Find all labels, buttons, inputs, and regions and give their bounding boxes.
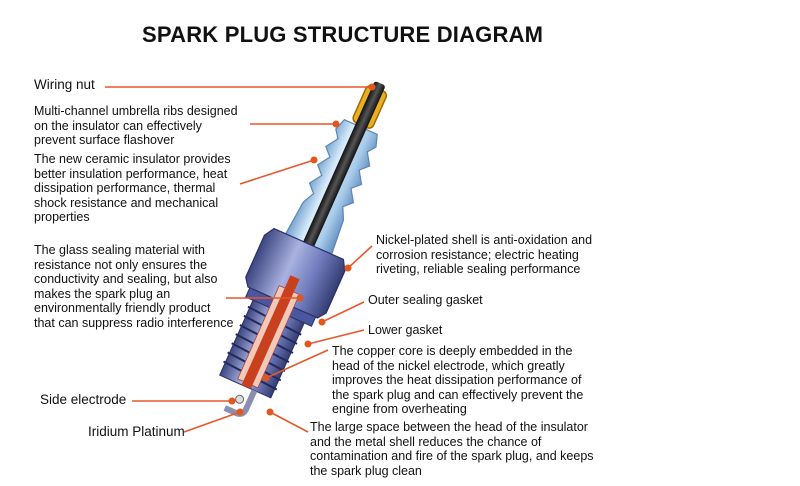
label-line: properties (34, 210, 90, 224)
label-lower-gasket: Lower gasket (368, 323, 443, 337)
dot-umbrella-ribs (332, 120, 340, 128)
label-line: corrosion resistance; electric heating (376, 247, 579, 262)
leader-outer-gasket (321, 301, 365, 323)
label-line: the spark plug and can effectively preve… (332, 387, 584, 402)
dot-large-space (266, 408, 274, 416)
label-line: head of the nickel electrode, which grea… (332, 358, 565, 373)
label-line: contamination and fire of the spark plug… (310, 449, 594, 463)
label-large-space: The large space between the head of the … (310, 420, 594, 478)
leader-lower-gasket (307, 329, 365, 345)
diagram-title: SPARK PLUG STRUCTURE DIAGRAM (142, 22, 544, 47)
label-line: better insulation performance, heat (34, 166, 228, 181)
label-outer-sealing-gasket: Outer sealing gasket (368, 293, 483, 307)
label-umbrella-ribs: Multi-channel umbrella ribs designed on … (34, 104, 238, 148)
label-glass-sealing: The glass sealing material with resistan… (34, 243, 233, 330)
label-line: The copper core is deeply embedded in th… (332, 344, 573, 358)
dot-glass-sealing (296, 294, 304, 302)
label-line: riveting, reliable sealing performance (376, 262, 581, 276)
dot-outer-gasket (318, 318, 326, 326)
label-line: conductivity and sealing, but also (34, 272, 218, 286)
label-line: on the insulator can effectively (34, 118, 202, 133)
label-line: The new ceramic insulator provides (34, 152, 231, 166)
label-line: Multi-channel umbrella ribs designed (34, 104, 238, 118)
label-line: dissipation performance, thermal (34, 181, 216, 195)
label-iridium-platinum: Iridium Platinum (88, 424, 185, 439)
label-line: environmentally friendly product (34, 301, 211, 315)
label-line: the spark plug clean (310, 463, 422, 478)
leader-lines (105, 86, 373, 433)
metal-shell-hex (245, 227, 346, 319)
label-line: and the metal shell reduces the chance o… (310, 434, 542, 449)
label-ceramic-insulator: The new ceramic insulator provides bette… (34, 152, 231, 225)
leader-iridium (183, 411, 241, 433)
dot-lower-gasket (304, 340, 312, 348)
label-nickel-shell: Nickel-plated shell is anti-oxidation an… (376, 233, 592, 277)
dot-ceramic-insulator (310, 156, 318, 164)
label-copper-core: The copper core is deeply embedded in th… (332, 344, 583, 417)
label-line: The glass sealing material with (34, 243, 205, 257)
label-wiring-nut: Wiring nut (34, 77, 95, 92)
dot-nickel-shell (344, 264, 352, 272)
label-line: that can suppress radio interference (34, 315, 234, 330)
dot-wiring-nut (368, 83, 376, 91)
iridium-tip (235, 394, 245, 404)
leader-nickel-shell (347, 245, 373, 269)
label-line: Nickel-plated shell is anti-oxidation an… (376, 233, 593, 247)
dot-side-electrode (228, 397, 236, 405)
dot-copper-core (262, 374, 270, 382)
leader-large-space (269, 411, 309, 433)
dot-iridium (236, 408, 244, 416)
label-line: The large space between the head of the … (310, 420, 588, 434)
label-line: shock resistance and mechanical (34, 195, 219, 210)
label-line: prevent surface flashover (34, 133, 175, 147)
label-side-electrode: Side electrode (40, 392, 127, 407)
leader-ceramic-insulator (239, 159, 315, 185)
copper-core (241, 275, 300, 389)
label-line: improves the heat dissipation performanc… (332, 373, 582, 387)
label-line: makes the spark plug an (34, 286, 171, 301)
leader-copper-core (265, 349, 329, 379)
label-line: engine from overheating (332, 402, 467, 416)
label-line: resistance not only ensures the (34, 257, 208, 272)
leader-dots (228, 83, 376, 416)
